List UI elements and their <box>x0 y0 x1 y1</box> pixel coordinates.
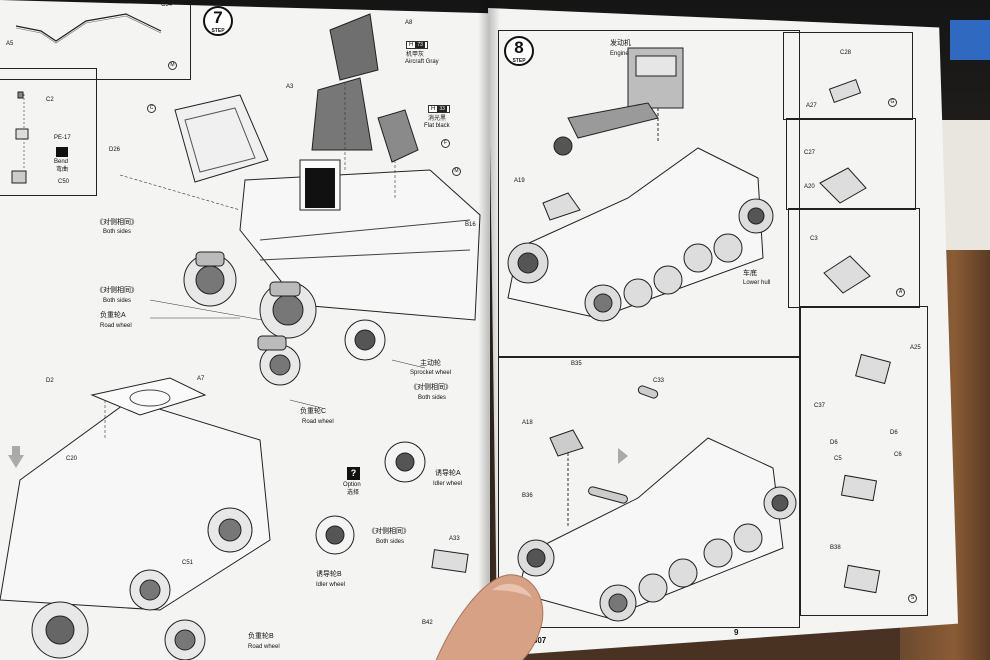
part-label: A8 <box>405 20 413 26</box>
option-icon: ? <box>347 467 360 480</box>
both-sides-caption-cn: 《对侧相同》 <box>410 384 452 391</box>
idler-a-caption-cn: 诱导轮A <box>435 470 461 477</box>
part-label: A5 <box>6 41 14 47</box>
step-divider <box>498 356 800 358</box>
step-badge: 8 STEP <box>504 36 534 66</box>
part-label: D6 <box>830 440 838 446</box>
part-label: C28 <box>840 50 852 56</box>
top-inset-panel: A5 C54 M <box>0 0 191 80</box>
idler-a-caption: Idler wheel <box>433 481 463 487</box>
paint-name-cn: 消光黑 <box>428 116 447 122</box>
part-label: D6 <box>890 430 898 436</box>
part-label: A27 <box>806 103 817 109</box>
option-label: Option <box>343 482 361 488</box>
part-label: B35 <box>571 361 582 367</box>
assembly-illustration <box>0 13 481 660</box>
engine-caption-cn: 发动机 <box>610 40 631 47</box>
marker-circle: M <box>168 61 177 70</box>
part-label: C54 <box>161 2 173 8</box>
marker-circle: A <box>896 288 905 297</box>
part-label: C20 <box>66 456 78 462</box>
part-label: A25 <box>910 345 921 351</box>
paint-name-cn: 机甲灰 <box>406 52 425 58</box>
part-label: C27 <box>804 150 816 156</box>
idler-b-caption: Idler wheel <box>316 582 346 588</box>
road-wheel-b-caption-cn: 负重轮B <box>248 633 274 640</box>
page-number: 9 <box>734 628 739 637</box>
part-label: M <box>452 167 461 176</box>
step-badge: 7 STEP <box>203 6 233 36</box>
left-page: A5 C54 M C2 PE-17 Bend 弯曲 C50 7 STEP <box>0 0 490 660</box>
part-label: C <box>147 104 156 113</box>
step8-illustration <box>507 47 891 622</box>
part-label: B38 <box>830 545 841 551</box>
bend-label-cn: 弯曲 <box>56 167 69 173</box>
side-panel-2 <box>786 118 916 210</box>
marker-circle: G <box>888 98 897 107</box>
booklet-gutter <box>478 0 500 660</box>
both-sides-caption: Both sides <box>418 395 447 401</box>
both-sides-caption-cn: 《对侧相同》 <box>96 219 138 226</box>
bracket-part-illustration <box>11 91 29 184</box>
main-step-panel <box>498 30 800 628</box>
part-label: B16 <box>465 222 476 228</box>
part-label: C3 <box>810 236 818 242</box>
road-wheel-c-caption: Road wheel <box>302 419 334 425</box>
part-label: C5 <box>834 456 842 462</box>
road-wheel-a-caption: Road wheel <box>100 323 132 329</box>
part-label: D2 <box>46 378 54 384</box>
background-monitor <box>950 20 990 60</box>
part-label: D26 <box>109 147 121 153</box>
part-label: A3 <box>286 84 294 90</box>
side-panel-3 <box>788 208 920 308</box>
bend-label: Bend <box>54 159 69 165</box>
part-label: C2 <box>46 97 54 103</box>
part-label: C6 <box>894 452 902 458</box>
side-panel-4 <box>800 306 928 616</box>
lower-hull-caption: Lower hull <box>743 280 771 286</box>
both-sides-caption: Both sides <box>103 298 132 304</box>
thumb <box>435 574 544 660</box>
both-sides-caption: Both sides <box>376 539 405 545</box>
part-label: B42 <box>422 620 433 626</box>
right-page: 8 STEP <box>488 8 958 656</box>
part-label: C37 <box>814 403 826 409</box>
bend-icon <box>56 147 68 157</box>
road-wheel-a-caption-cn: 负重轮A <box>100 312 126 319</box>
option-label-cn: 选择 <box>347 490 360 496</box>
part-label: A20 <box>804 184 815 190</box>
paint-name: Flat black <box>424 123 450 129</box>
both-sides-caption-cn: 《对侧相同》 <box>96 287 138 294</box>
part-label: A19 <box>514 178 525 184</box>
part-label: PE-17 <box>54 135 71 141</box>
both-sides-caption-cn: 《对侧相同》 <box>368 528 410 535</box>
rod-part-illustration <box>15 13 162 44</box>
side-panel-1 <box>783 32 913 120</box>
part-label: A7 <box>197 376 205 382</box>
road-wheel-b-caption: Road wheel <box>248 644 280 650</box>
both-sides-caption: Both sides <box>103 229 132 235</box>
part-label: A18 <box>522 420 533 426</box>
road-wheel-c-caption-cn: 负重轮C <box>300 408 327 415</box>
part-label: B36 <box>522 493 533 499</box>
sprocket-caption: Sprocket wheel <box>410 370 452 376</box>
marker-circle: S <box>908 594 917 603</box>
part-label: A33 <box>449 536 460 542</box>
lower-hull-caption-cn: 车底 <box>743 270 757 277</box>
sprocket-caption-cn: 主动轮 <box>420 360 441 367</box>
part-label: F <box>441 139 450 148</box>
paint-name: Aircraft Gray <box>405 59 439 65</box>
part-label: C33 <box>653 378 665 384</box>
part-label: C50 <box>58 179 70 185</box>
idler-b-caption-cn: 诱导轮B <box>316 571 342 578</box>
part-label: C51 <box>182 560 194 566</box>
engine-caption: Engine <box>610 51 629 57</box>
mid-inset-panel: C2 PE-17 Bend 弯曲 C50 <box>0 68 97 196</box>
